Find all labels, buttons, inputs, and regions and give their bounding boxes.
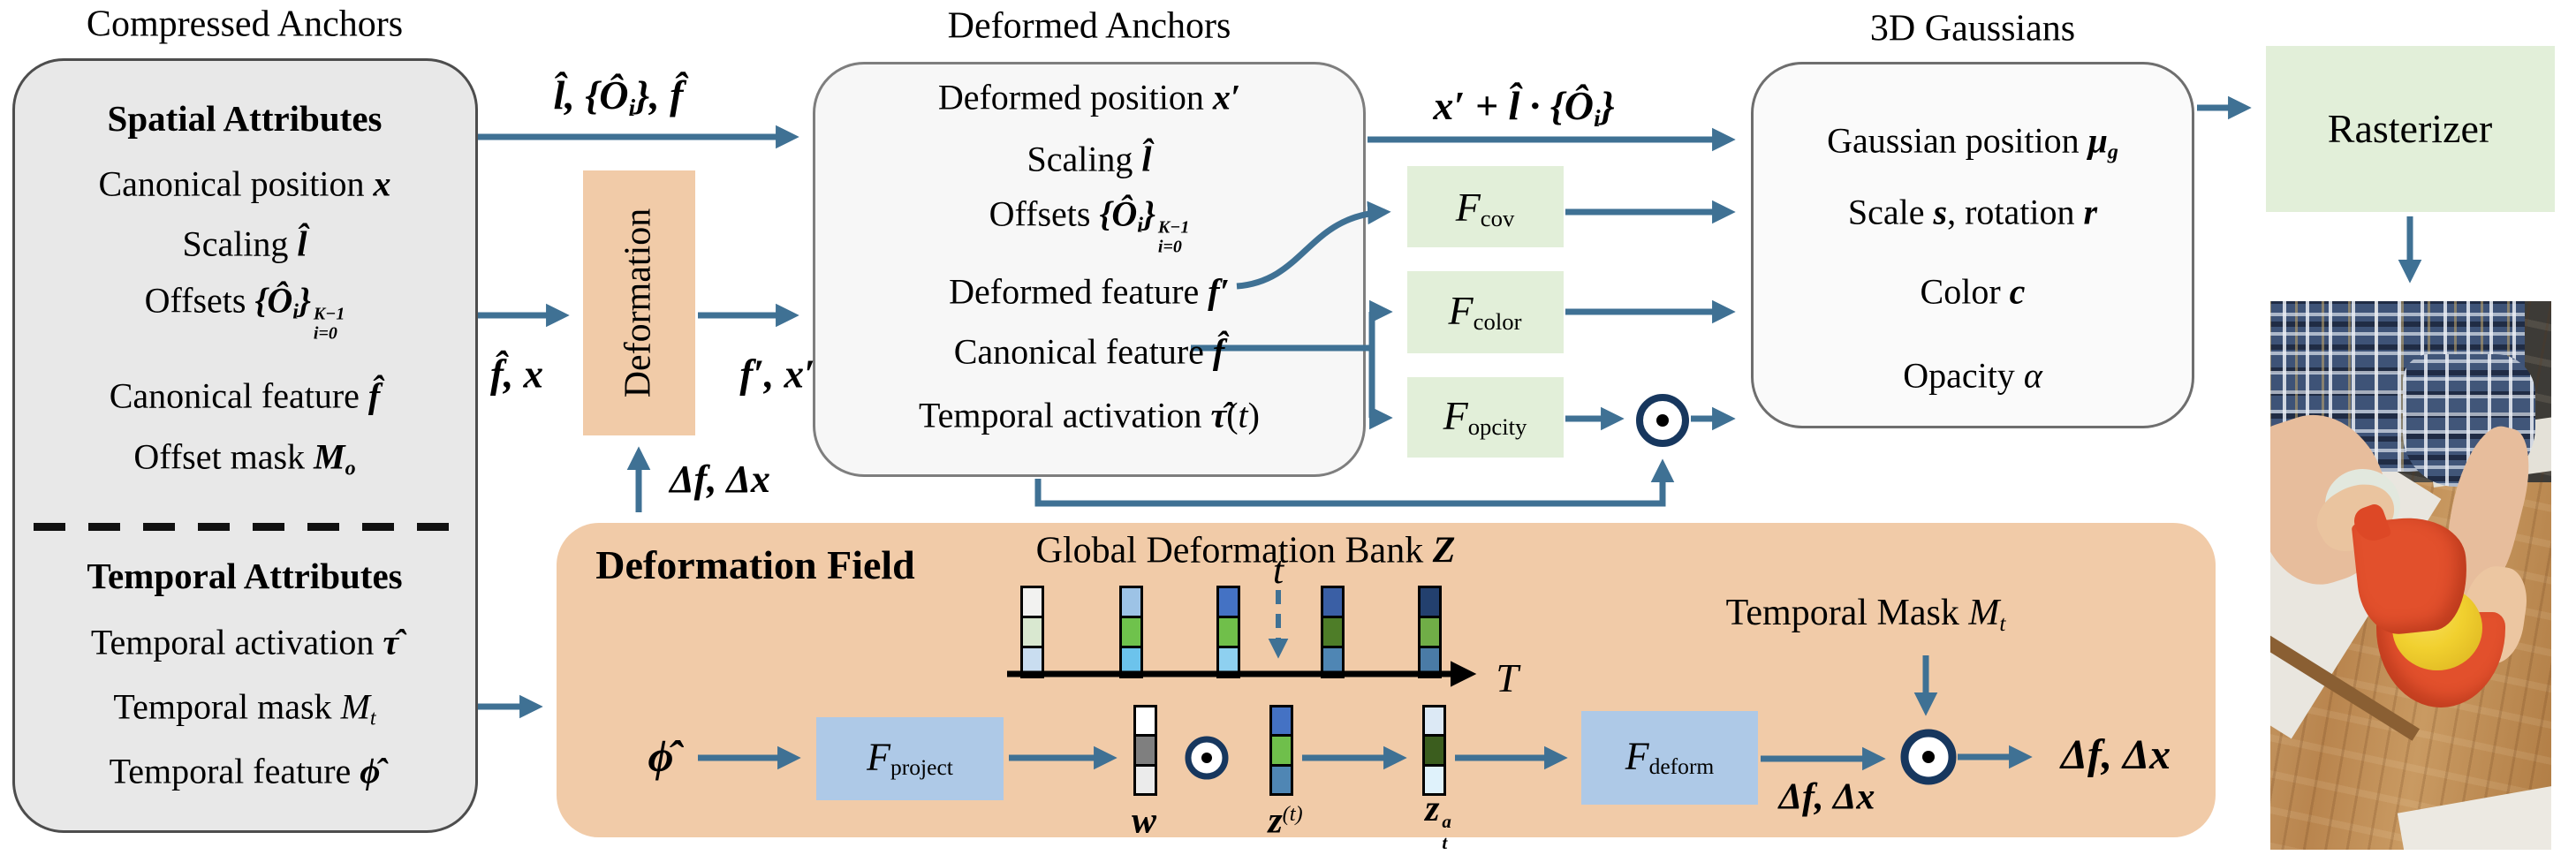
rasterizer-module <box>2266 46 2555 212</box>
f-deform-module <box>1581 711 1758 805</box>
deformation-field-title: Deformation Field <box>595 542 915 588</box>
f-project-module <box>816 717 1004 800</box>
bank-bar-3 <box>1321 586 1345 678</box>
deformation-module-label: Deformation <box>617 208 659 398</box>
w-vector <box>1133 705 1157 796</box>
hadamard-opacity-icon <box>1636 394 1689 447</box>
deformed-temporal-activation-item: Temporal activation τ̂(t) <box>919 395 1260 435</box>
fpxp-edge-label: f′, x′ <box>739 352 815 397</box>
zt-vector-label: z(t) <box>1268 800 1303 842</box>
gaussians-panel <box>1751 62 2194 428</box>
f-opcity-label: Fopcity <box>1443 393 1527 441</box>
scale-rotation-item: Scale s, rotation r <box>1847 192 2098 232</box>
canonical-feature-item: Canonical feature f̂ <box>109 375 381 416</box>
opacity-item: Opacity α <box>1903 355 2042 396</box>
canonical-position-item: Canonical position x <box>98 163 391 204</box>
bank-bar-0 <box>1020 586 1044 678</box>
f-cov-label: Fcov <box>1455 185 1515 232</box>
deformed-anchors-title: Deformed Anchors <box>947 5 1231 47</box>
temporal-activation-item: Temporal activation τ̂ <box>90 622 399 662</box>
deformed-scaling-item: Scaling l̂ <box>1027 139 1152 179</box>
deformed-canonical-feature-item: Canonical feature f̂ <box>953 331 1225 372</box>
fx-edge-label: f̂, x <box>490 352 543 397</box>
f-project-label: Fproject <box>867 735 953 781</box>
pos-sum-edge-label: x′ + l̂ · {Ôi} <box>1433 83 1615 132</box>
f-cov-module <box>1407 166 1564 247</box>
deformed-feature-item: Deformed feature f′ <box>949 271 1230 312</box>
rendered-frame-photo <box>2270 301 2551 850</box>
temporal-mask-field-label: Temporal Mask Mt <box>1725 592 2006 636</box>
gaussian-position-item: Gaussian position μg <box>1827 120 2118 164</box>
time-query-label: t <box>1272 549 1284 593</box>
offset-mask-item: Offset mask Mo <box>133 436 356 480</box>
temporal-feature-item: Temporal feature ϕ̂ <box>109 751 381 791</box>
dfdx-mid-edge-label: Δf, Δx <box>1778 776 1875 818</box>
bank-bar-4 <box>1418 586 1442 678</box>
zt-vector <box>1269 705 1293 796</box>
dfdx-up-edge-label: Δf, Δx <box>670 458 770 502</box>
scaling-item: Scaling l̂ <box>182 223 307 264</box>
w-vector-label: w <box>1131 800 1157 842</box>
deformed-position-item: Deformed position x′ <box>937 77 1241 117</box>
temporal-attributes-header: Temporal Attributes <box>87 555 403 596</box>
zta-vector <box>1422 705 1446 796</box>
compressed-anchors-title-text: Compressed Anchors <box>86 4 404 45</box>
phi-input-label: ϕ̂ <box>648 731 674 781</box>
f-color-module <box>1407 271 1564 353</box>
spatial-temporal-divider <box>34 523 456 531</box>
gaussians-title: 3D Gaussians <box>1869 8 2076 49</box>
time-axis-label: T <box>1496 655 1519 701</box>
f-color-label: Fcolor <box>1448 288 1522 336</box>
compressed-anchors-panel <box>12 58 478 833</box>
spatial-attributes-header: Spatial Attributes <box>107 97 383 139</box>
rasterizer-label: Rasterizer <box>2327 106 2493 152</box>
global-bank-title: Global Deformation Bank Z <box>1035 530 1456 571</box>
f-deform-label: Fdeform <box>1625 734 1715 780</box>
color-item: Color c <box>1920 271 2026 312</box>
deformation-module <box>583 170 695 435</box>
bank-bar-1 <box>1119 586 1143 678</box>
dfdx-out-edge-label: Δf, Δx <box>2060 731 2171 779</box>
f-opcity-module <box>1407 377 1564 458</box>
bank-bar-2 <box>1216 586 1240 678</box>
anchors-edge-label: l̂, {Ôi}, f̂ <box>553 72 684 121</box>
temporal-mask-item: Temporal mask Mt <box>113 686 376 730</box>
